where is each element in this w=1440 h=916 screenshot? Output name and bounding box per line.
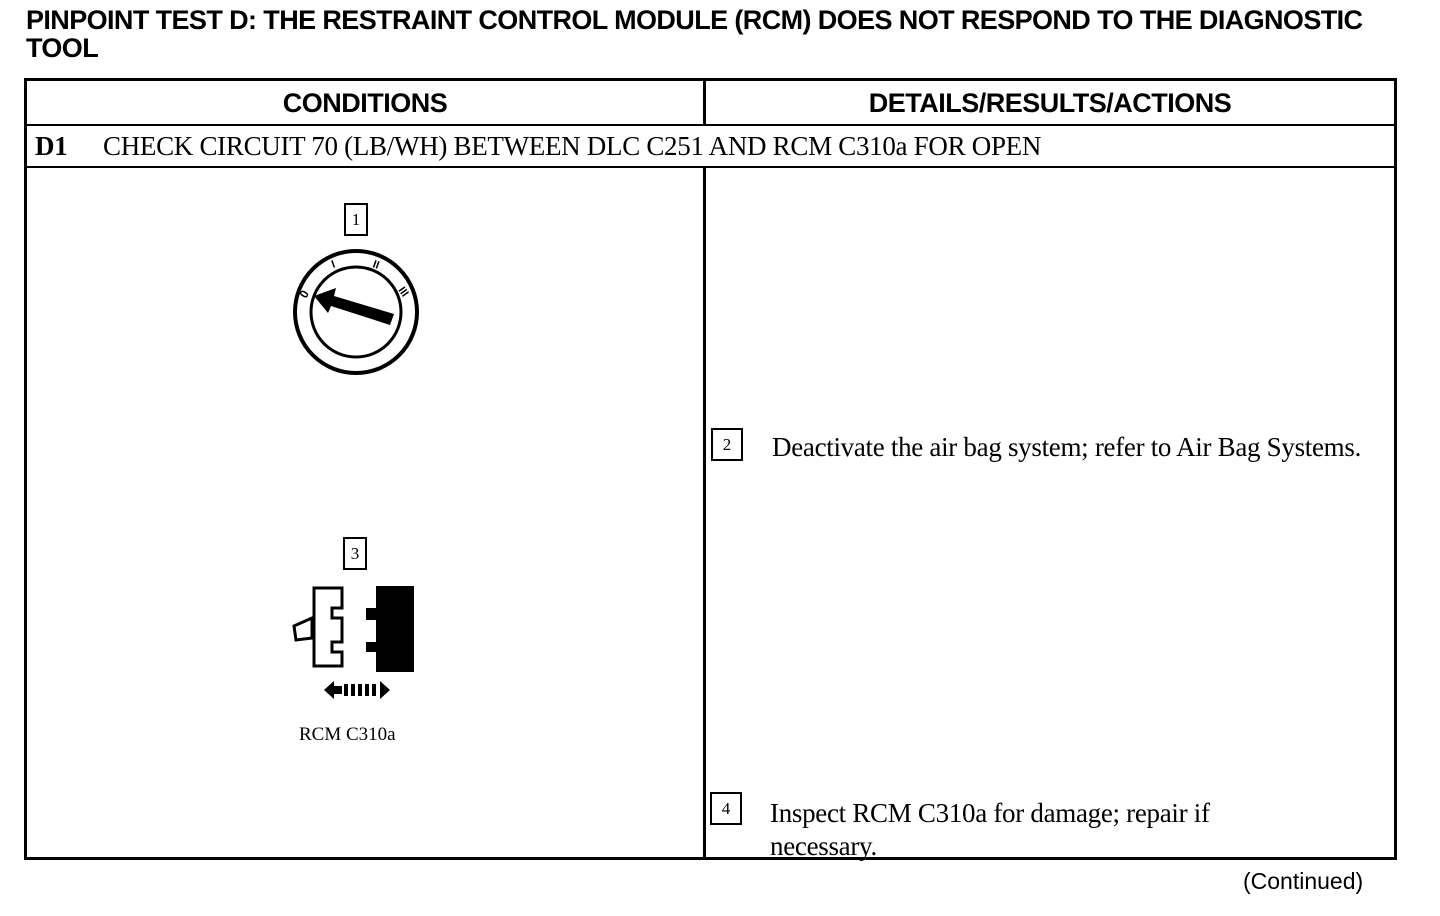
callout-3: 3 bbox=[343, 537, 367, 570]
action-4-text: Inspect RCM C310a for damage; repair if … bbox=[770, 798, 1210, 861]
step-rule bbox=[27, 166, 1394, 168]
step-title: CHECK CIRCUIT 70 (LB/WH) BETWEEN DLC C25… bbox=[103, 131, 1042, 161]
column-divider bbox=[703, 168, 706, 857]
connector-label: RCM C310a bbox=[299, 724, 396, 745]
ignition-pos-0: 0 bbox=[296, 287, 312, 300]
connector-disconnect-icon bbox=[292, 586, 414, 699]
continued-note: (Continued) bbox=[1243, 868, 1364, 894]
callout-4: 4 bbox=[710, 792, 742, 825]
ignition-pos-1: I bbox=[330, 258, 337, 270]
step-row-d1: D1 CHECK CIRCUIT 70 (LB/WH) BETWEEN DLC C… bbox=[35, 126, 1041, 166]
page-title: PINPOINT TEST D: THE RESTRAINT CONTROL M… bbox=[26, 5, 1363, 63]
conditions-header: CONDITIONS bbox=[282, 88, 448, 118]
pinpoint-test-table: CONDITIONS DETAILS/RESULTS/ACTIONS D1 CHE… bbox=[24, 78, 1397, 860]
ignition-pos-2: II bbox=[371, 259, 381, 272]
ignition-switch-icon: 0 I II III bbox=[293, 249, 419, 375]
step-id: D1 bbox=[35, 131, 68, 161]
action-2-text: Deactivate the air bag system; refer to … bbox=[772, 432, 1362, 462]
callout-2: 2 bbox=[711, 428, 743, 461]
header-rule bbox=[27, 124, 1394, 126]
header-divider bbox=[703, 81, 706, 124]
details-header: DETAILS/RESULTS/ACTIONS bbox=[868, 88, 1232, 118]
callout-1: 1 bbox=[344, 203, 368, 236]
